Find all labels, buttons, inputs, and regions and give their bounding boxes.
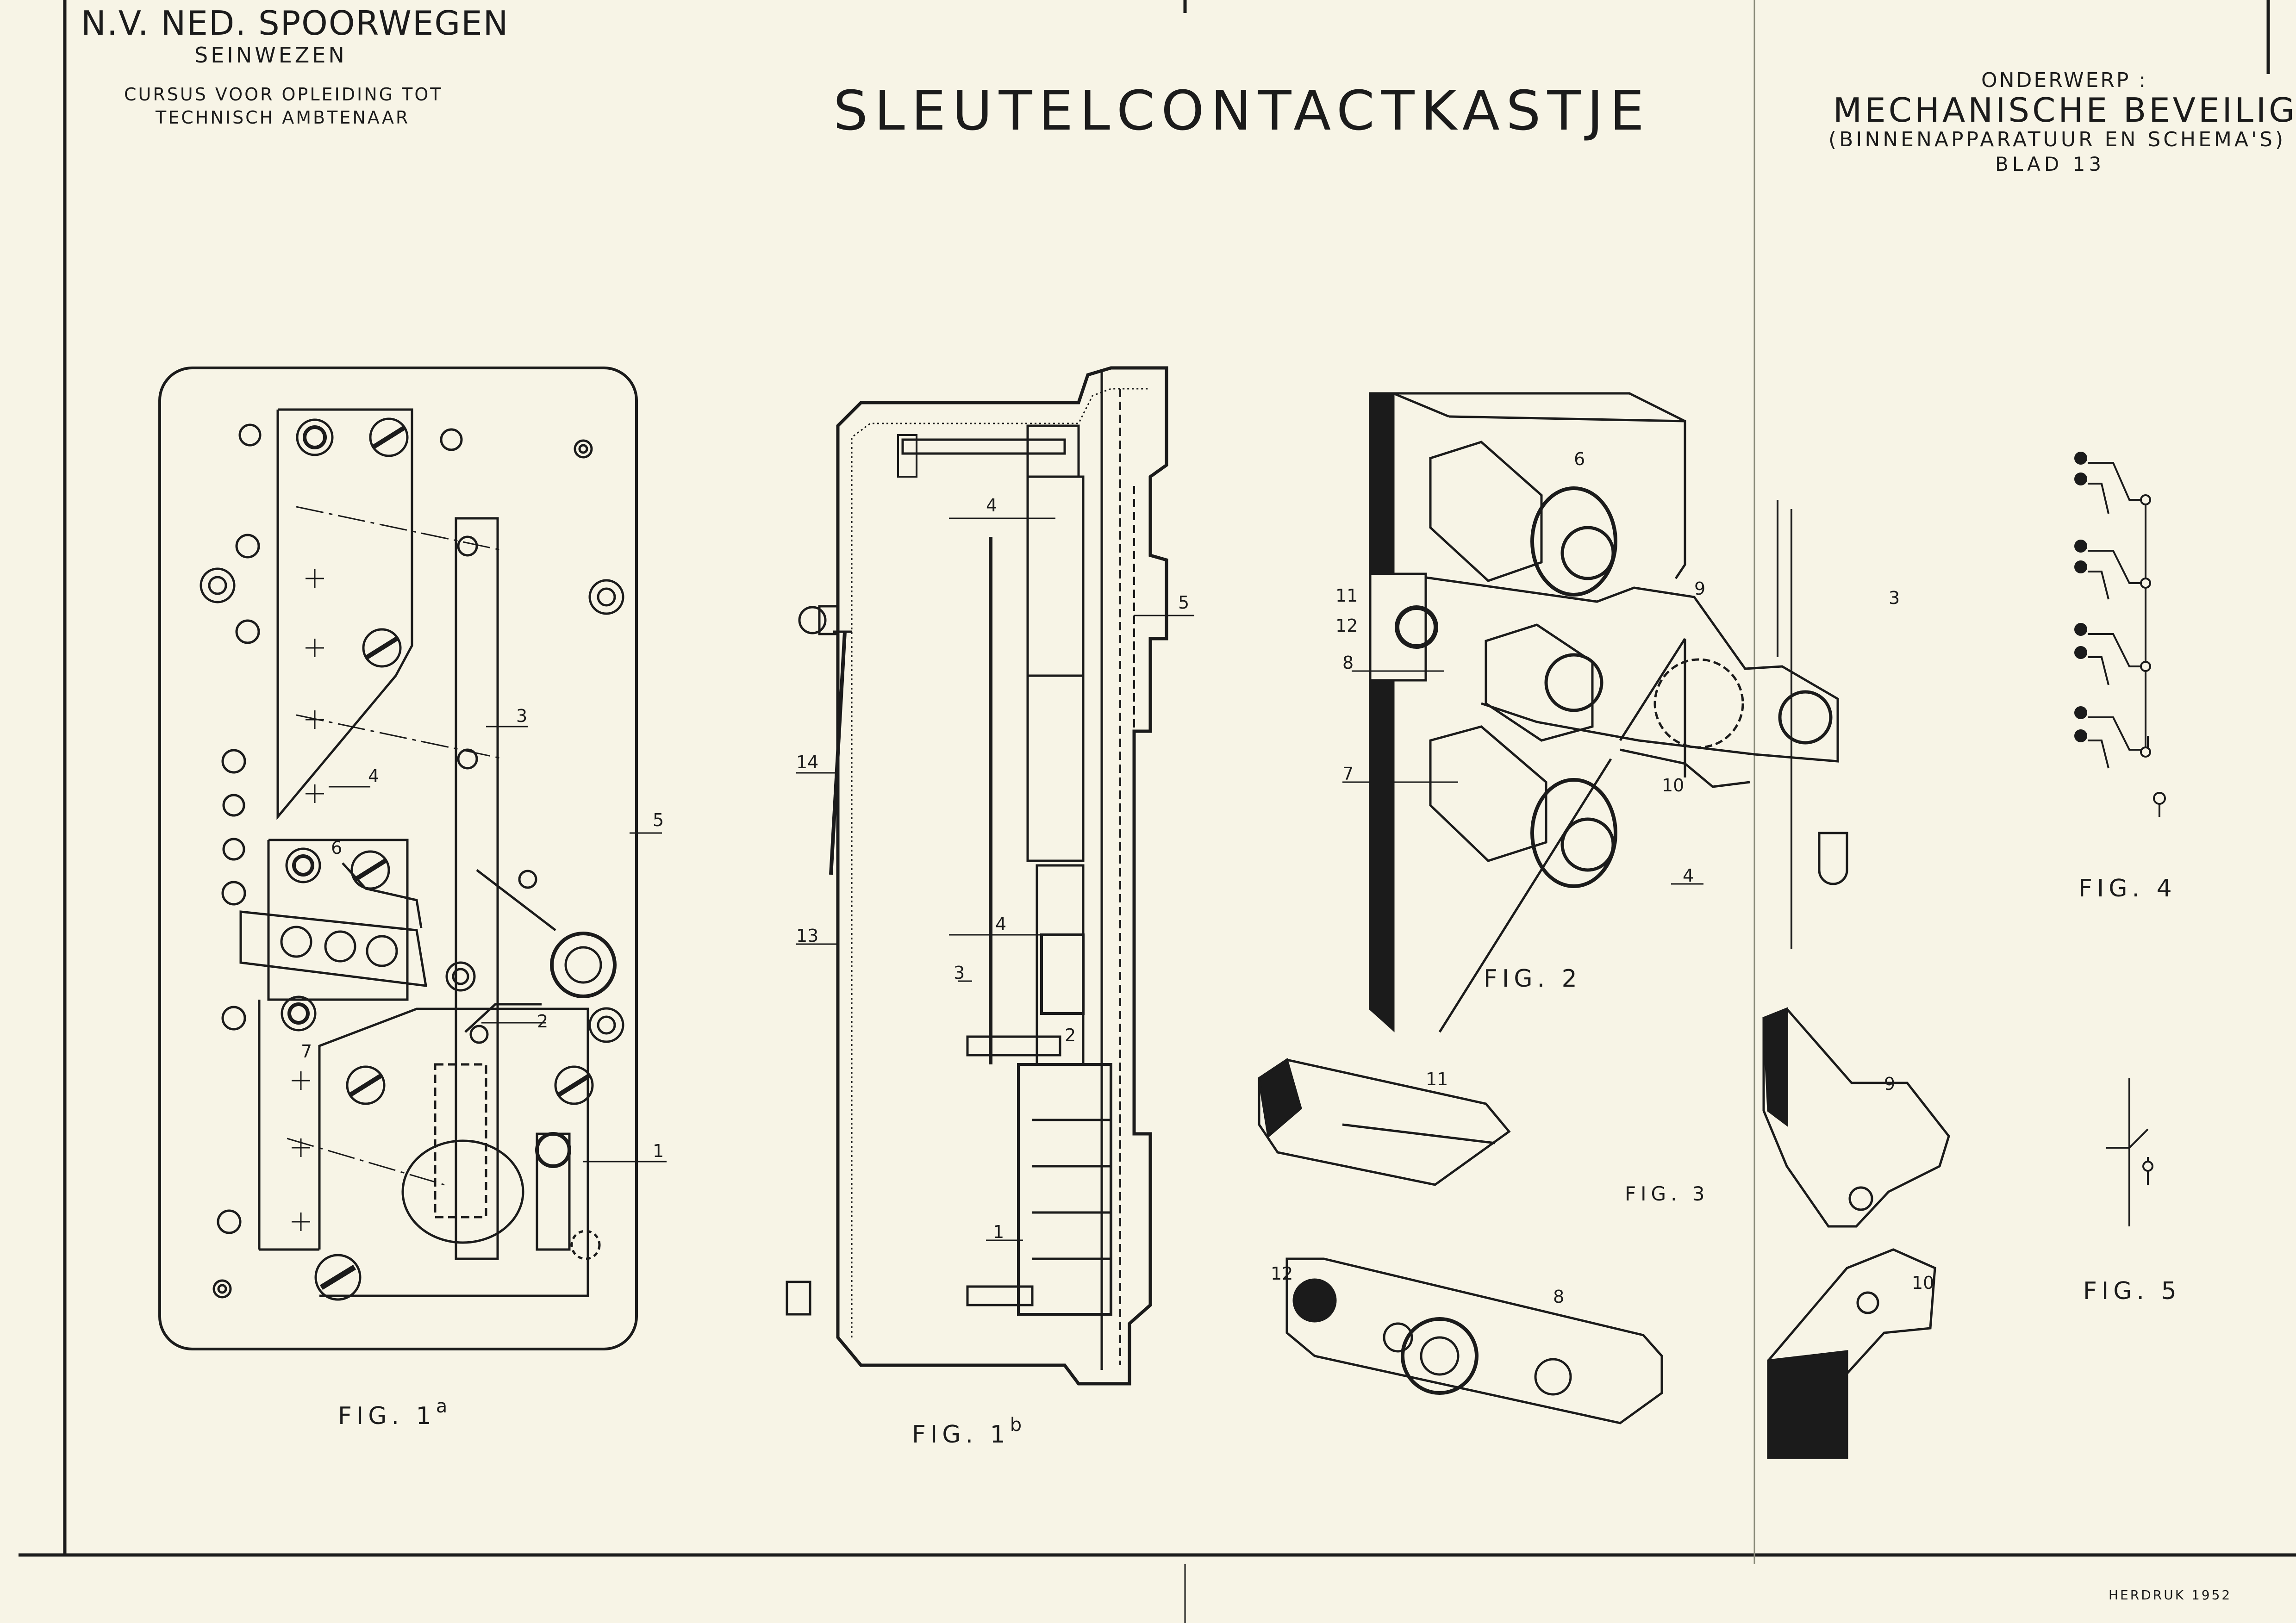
subject-detail: (BINNENAPPARATUUR EN SCHEMA'S) <box>1828 128 2286 151</box>
fig1a-front-view <box>158 367 638 1350</box>
reprint-note: HERDRUK 1952 <box>2109 1587 2232 1603</box>
part-label: 3 <box>1889 588 1900 608</box>
part-label: 9 <box>1884 1074 1896 1094</box>
department-name: SEINWEZEN <box>194 43 347 68</box>
part-label: 4 <box>986 495 998 516</box>
screw-icon <box>281 417 594 1301</box>
fig3-parts <box>1258 1007 1950 1459</box>
key-icon <box>2153 792 2166 805</box>
part-label: 3 <box>954 963 965 983</box>
part-label: 10 <box>1662 775 1685 796</box>
part-label: 8 <box>1553 1287 1565 1307</box>
contact-set <box>2074 452 2151 514</box>
fig1b-caption: FIG. 1b <box>912 1414 1027 1449</box>
fig4-caption: FIG. 4 <box>2078 875 2177 902</box>
part-label: 11 <box>1335 585 1358 606</box>
part-label: 9 <box>1694 578 1706 599</box>
sheet-number: BLAD 13 <box>1995 153 2105 175</box>
part-label: 6 <box>1574 449 1585 469</box>
part-label: 12 <box>1335 616 1358 636</box>
contact-set <box>2074 706 2151 769</box>
part-label: 2 <box>537 1011 549 1032</box>
part-label: 4 <box>995 914 1007 934</box>
part-label: 1 <box>653 1141 664 1161</box>
part-label: 4 <box>368 766 380 786</box>
fig4-contact-schema <box>2074 452 2166 817</box>
part-label: 11 <box>1426 1069 1448 1089</box>
part-label: 2 <box>1065 1025 1076 1045</box>
contact-set <box>2074 540 2151 600</box>
part-label: 3 <box>516 706 528 726</box>
leader-lines <box>329 517 1703 1241</box>
course-line-2: TECHNISCH AMBTENAAR <box>156 107 410 128</box>
fig1a-caption: FIG. 1a <box>338 1396 452 1430</box>
part-label: 7 <box>1342 764 1354 784</box>
subject-name: MECHANISCHE BEVEILIGING. <box>1833 91 2296 130</box>
part-label: 4 <box>1683 865 1694 886</box>
company-name: N.V. NED. SPOORWEGEN <box>81 4 509 43</box>
fig1b-section-view <box>786 366 1168 1386</box>
part-label: 5 <box>653 810 664 830</box>
part-label: 10 <box>1912 1273 1934 1293</box>
fig2-caption: FIG. 2 <box>1484 965 1582 993</box>
fig5-contact-schema <box>2106 1078 2153 1226</box>
part-label: 12 <box>1271 1263 1293 1284</box>
part-label: 5 <box>1178 592 1190 613</box>
part-label: 14 <box>796 752 819 772</box>
fig5-caption: FIG. 5 <box>2083 1277 2181 1305</box>
fig3-caption: FIG. 3 <box>1625 1182 1710 1205</box>
sheet-border <box>19 0 2296 1623</box>
contact-set <box>2074 623 2151 685</box>
subject-label: ONDERWERP : <box>1981 68 2148 92</box>
course-line-1: CURSUS VOOR OPLEIDING TOT <box>124 84 443 105</box>
drawing-title: SLEUTELCONTACTKASTJE <box>833 79 1651 143</box>
part-label: 13 <box>796 926 819 946</box>
part-label: 8 <box>1342 653 1354 673</box>
part-label: 6 <box>331 838 343 858</box>
fig2-isometric-view <box>1369 392 1848 1033</box>
part-label: 1 <box>993 1222 1004 1242</box>
part-label: 7 <box>301 1041 312 1062</box>
